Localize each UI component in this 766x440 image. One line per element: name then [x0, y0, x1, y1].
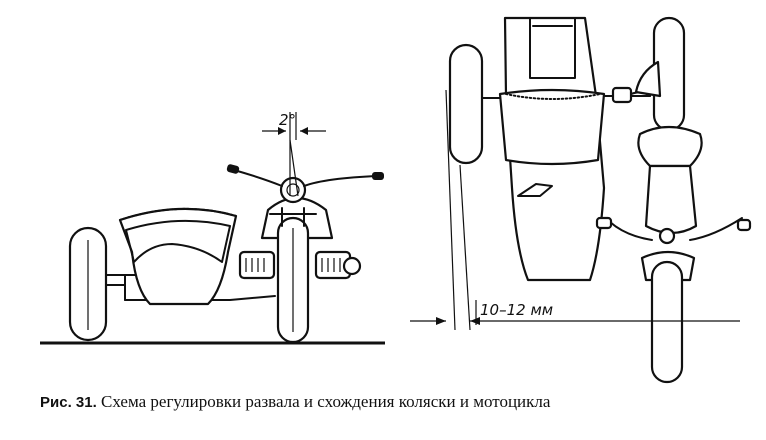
figure-caption: Рис. 31. Схема регулировки развала и схо… — [40, 392, 760, 412]
camber-indicator: 2° — [262, 111, 326, 197]
sidecar-seat-top — [498, 88, 606, 166]
front-fork — [269, 207, 317, 227]
engine-cylinders — [238, 250, 362, 280]
front-view: 2° — [40, 111, 385, 345]
top-view: 10–12 мм — [410, 16, 752, 384]
motorcycle-front-wheel-top — [650, 260, 684, 384]
camber-angle-label: 2° — [279, 111, 296, 129]
headlight — [279, 176, 307, 204]
sidecar-windshield — [119, 207, 237, 221]
toe-in-dimension: 10–12 мм — [410, 300, 740, 325]
sidecar-wheel-top — [448, 43, 484, 165]
motorcycle-body-top — [644, 164, 698, 235]
toe-in-reference-line — [445, 89, 456, 331]
figure-caption-text: Схема регулировки развала и схождения ко… — [101, 392, 551, 411]
toe-in-distance-label: 10–12 мм — [480, 301, 553, 319]
motorcycle-seat-top — [637, 125, 703, 168]
handlebar — [233, 169, 379, 187]
figure-number: Рис. 31. — [40, 394, 97, 411]
